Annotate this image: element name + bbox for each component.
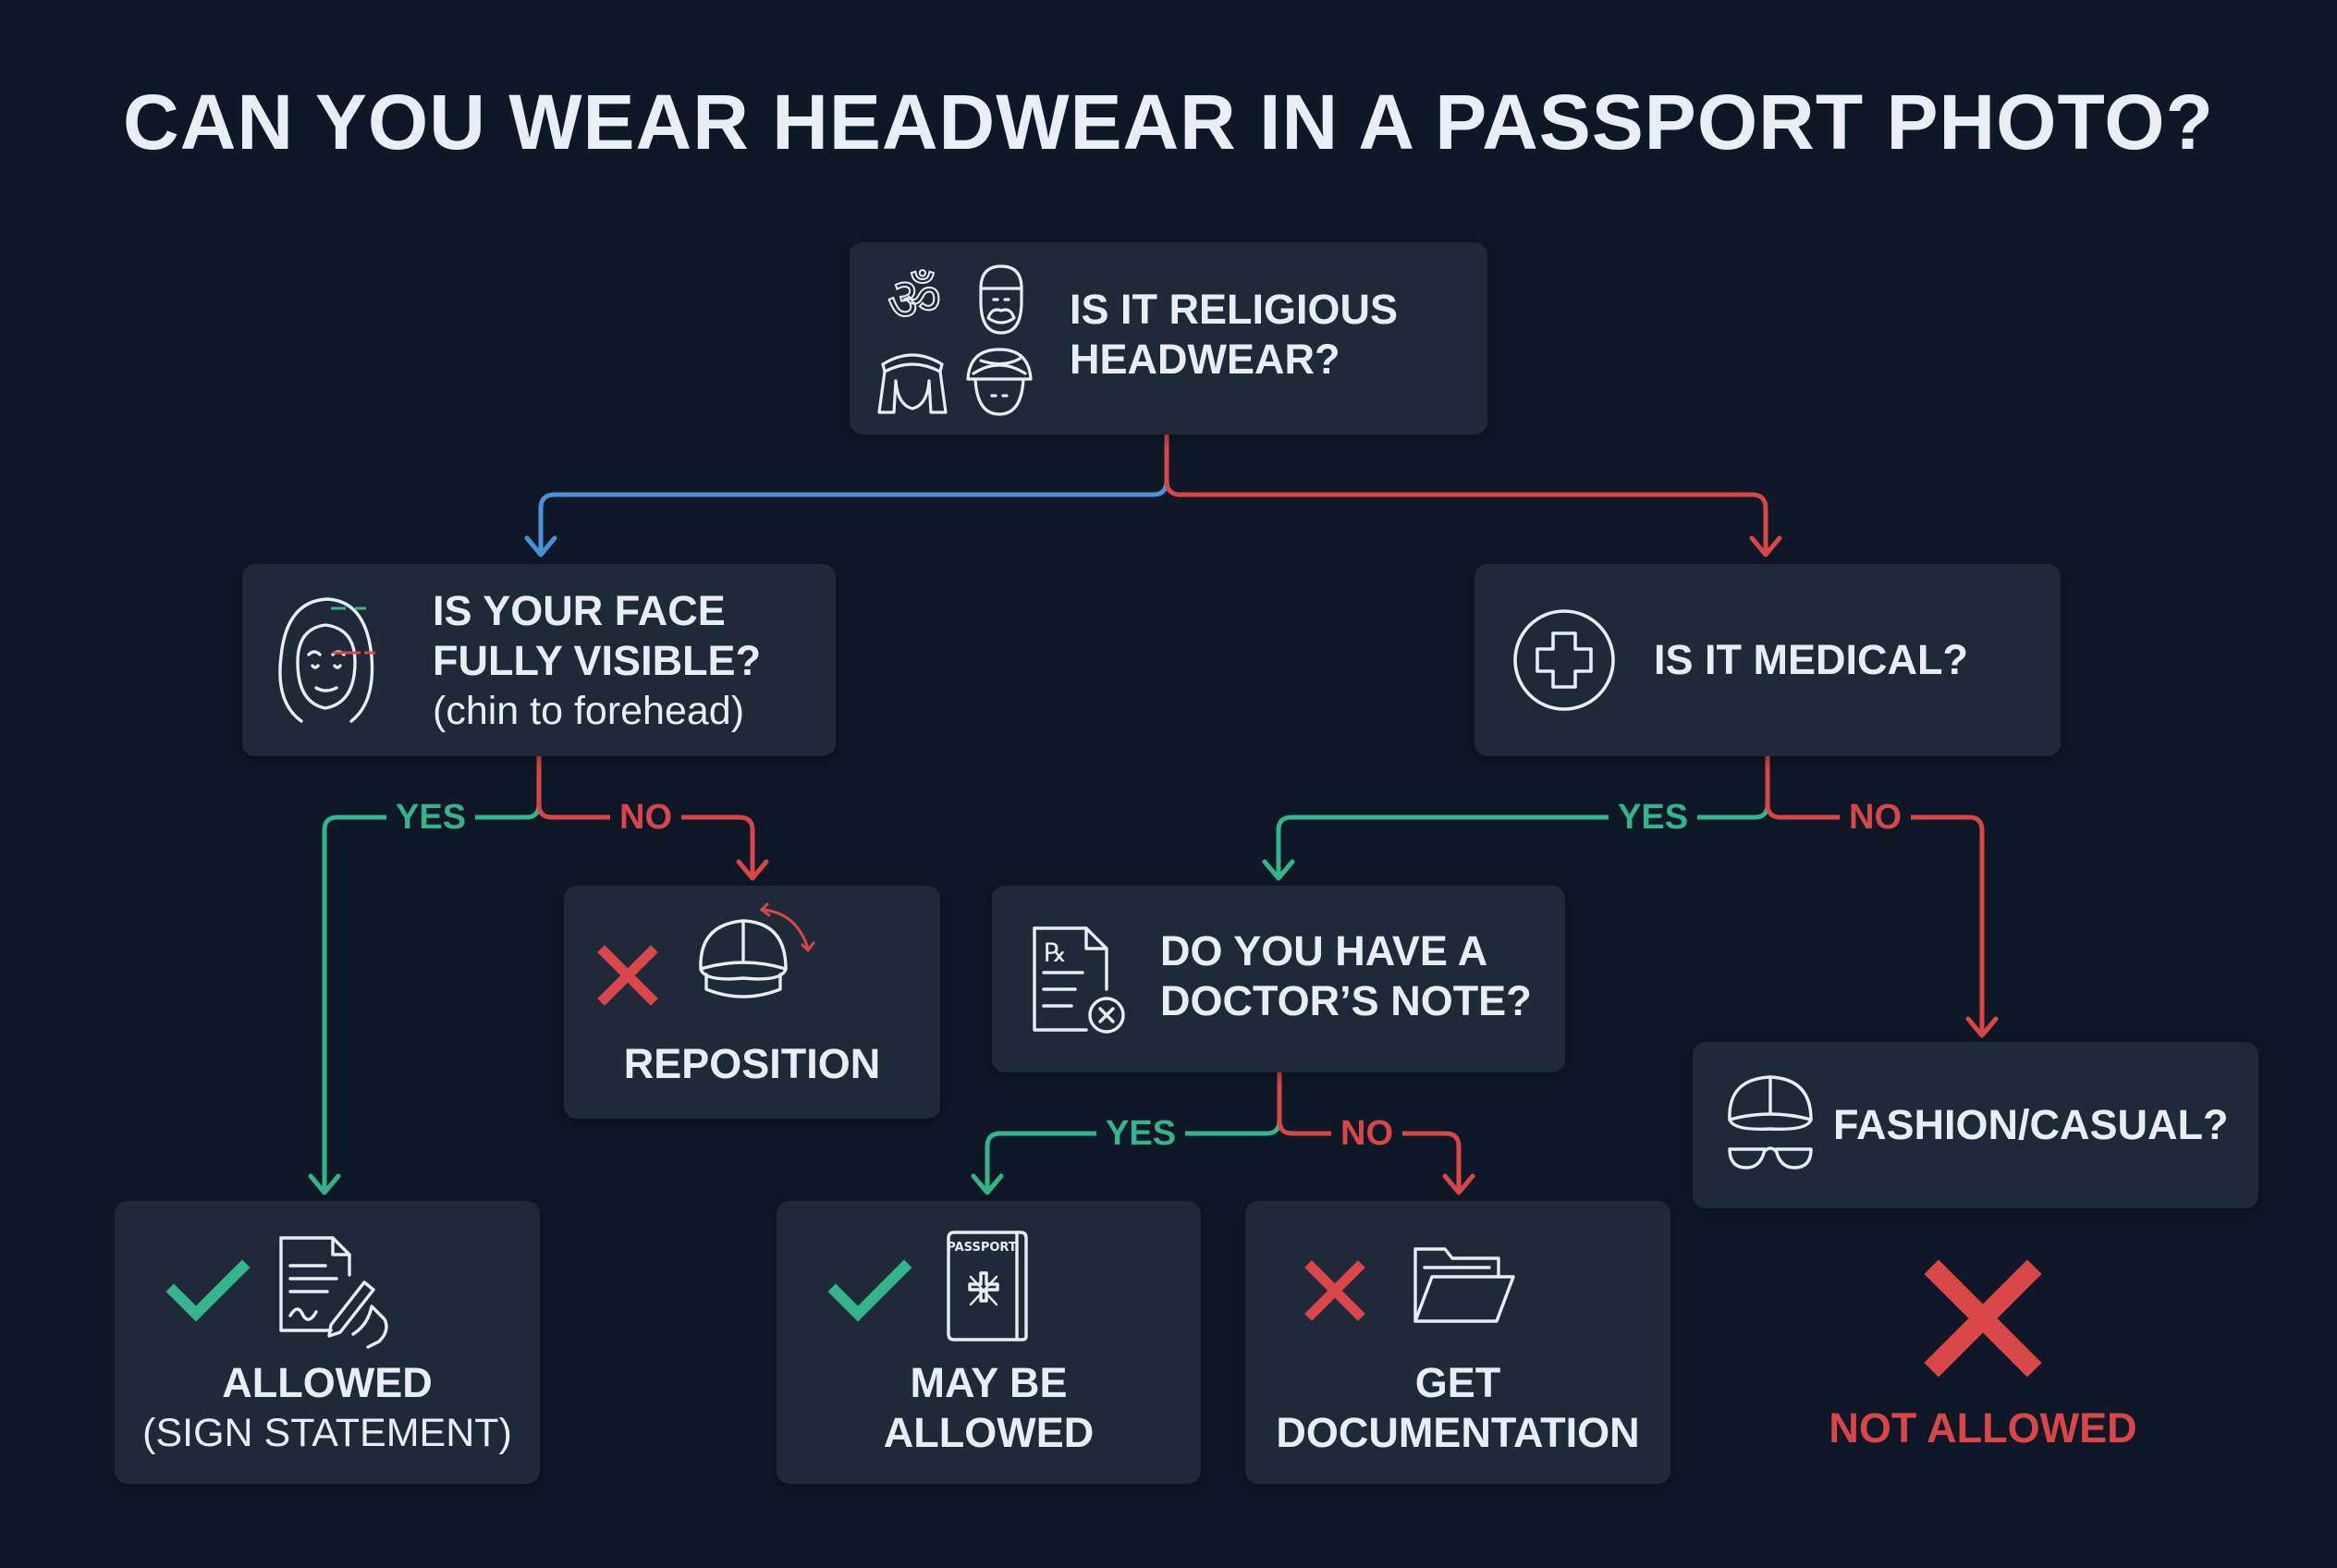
turban-icon — [966, 348, 1033, 416]
religious-line-1: IS IT RELIGIOUS — [1070, 286, 1399, 333]
check-icon — [165, 1259, 251, 1322]
svg-text:℞: ℞ — [1044, 937, 1067, 968]
allowed-line-2: (SIGN STATEMENT) — [142, 1411, 512, 1455]
maybe-line-2: ALLOWED — [883, 1409, 1095, 1456]
page-title: CAN YOU WEAR HEADWEAR IN A PASSPORT PHOT… — [123, 79, 2214, 165]
cap-rotate-icon — [699, 902, 815, 998]
edge-label-doctor-no: NO — [1331, 1113, 1402, 1154]
arrowhead-doctor — [1262, 859, 1295, 881]
passport-icon: PASSPORT — [947, 1231, 1028, 1341]
keffiyeh-icon — [877, 353, 948, 414]
hijab-face-icon — [278, 597, 375, 723]
documentation-line-2: DOCUMENTATION — [1276, 1409, 1640, 1456]
allowed-line-1: ALLOWED — [222, 1359, 433, 1406]
not-allowed-label: NOT ALLOWED — [1829, 1404, 2137, 1452]
kufi-cap-icon — [979, 264, 1023, 335]
arrowhead-face — [524, 535, 557, 557]
arrowhead-fashion — [1965, 1016, 1999, 1038]
node-get-documentation: GET DOCUMENTATION — [1245, 1201, 1670, 1484]
folder-icon — [1413, 1247, 1515, 1323]
om-icon: ॐ — [887, 265, 942, 336]
passport-text: PASSPORT — [947, 1241, 1017, 1255]
edge-religious-medical — [1164, 432, 1768, 556]
prescription-icon: ℞ — [1033, 926, 1125, 1034]
cross-icon — [1304, 1260, 1365, 1321]
signed-document-icon — [279, 1236, 388, 1349]
large-cross-icon — [1924, 1259, 2042, 1378]
arrowhead-reposition — [736, 859, 769, 881]
edge-religious-face — [538, 432, 1169, 556]
doctor-line-1: DO YOU HAVE A — [1160, 927, 1488, 974]
node-doctors-note: ℞ DO YOU HAVE A DOCTOR’S NOTE? — [992, 886, 1565, 1072]
svg-text:ॐ: ॐ — [887, 266, 941, 335]
arrowhead-maybe — [971, 1173, 1004, 1195]
edge-label-medical-no: NO — [1840, 797, 1911, 838]
maybe-line-1: MAY BE — [910, 1359, 1068, 1406]
documentation-line-1: GET — [1414, 1359, 1501, 1406]
node-may-be-allowed: PASSPORT MAY BE ALLOWED — [777, 1201, 1201, 1484]
node-fashion-casual: FASHION/CASUAL? — [1693, 1042, 2258, 1208]
arrowhead-documentation — [1442, 1173, 1475, 1195]
doctor-line-2: DOCTOR’S NOTE? — [1160, 977, 1532, 1024]
face-line-3: (chin to forehead) — [433, 689, 745, 733]
node-allowed: ALLOWED (SIGN STATEMENT) — [115, 1201, 540, 1484]
edge-label-face-yes: YES — [386, 797, 476, 838]
arrowhead-medical — [1749, 535, 1782, 557]
face-line-1: IS YOUR FACE — [433, 587, 726, 634]
fashion-line-1: FASHION/CASUAL? — [1833, 1101, 2229, 1148]
node-medical: IS IT MEDICAL? — [1474, 564, 2061, 756]
check-icon — [827, 1259, 912, 1322]
cap-glasses-icon — [1728, 1075, 1813, 1170]
node-reposition: REPOSITION — [564, 886, 940, 1119]
node-religious-headwear: ॐ IS IT RELIGIOUS HEADWEAR? — [850, 242, 1487, 435]
face-line-2: FULLY VISIBLE? — [433, 637, 762, 684]
medical-cross-icon — [1513, 609, 1615, 711]
node-face-visible: IS YOUR FACE FULLY VISIBLE? (chin to for… — [242, 564, 836, 756]
medical-line-1: IS IT MEDICAL? — [1654, 636, 1968, 683]
edge-label-face-no: NO — [610, 797, 681, 838]
edge-label-medical-yes: YES — [1609, 797, 1698, 838]
religious-line-2: HEADWEAR? — [1070, 336, 1340, 383]
cross-icon — [597, 945, 658, 1006]
edge-label-doctor-yes: YES — [1096, 1113, 1186, 1154]
reposition-label: REPOSITION — [623, 1040, 881, 1087]
arrowhead-allowed — [308, 1173, 341, 1195]
